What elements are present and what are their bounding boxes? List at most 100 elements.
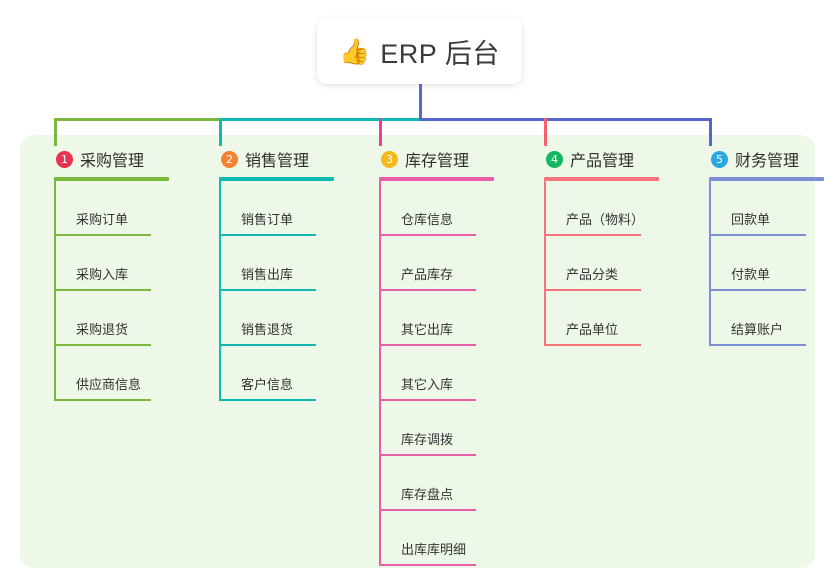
drop-line-1 [54,118,57,146]
list-item-rule [379,344,476,346]
list-item-label: 供应商信息 [76,377,142,392]
list-item-rule [219,289,316,291]
list-item-rule [544,344,641,346]
list-item-rule [544,234,641,236]
list-item-rule [379,399,476,401]
list-item-label: 其它入库 [401,377,454,392]
list-item[interactable]: 销售出库 [219,236,351,291]
list-item[interactable]: 仓库信息 [379,181,511,236]
list-item-rule [54,234,151,236]
column-items: 采购订单采购入库采购退货供应商信息 [54,181,186,401]
list-item-label: 产品库存 [401,267,454,282]
list-item[interactable]: 产品单位 [544,291,676,346]
column-1: 1 采购管理采购订单采购入库采购退货供应商信息 [36,146,186,401]
list-item-label: 销售出库 [241,267,294,282]
list-item-label: 出库库明细 [401,542,467,557]
list-item[interactable]: 库存调拨 [379,401,511,456]
column-title: 销售管理 [245,153,310,170]
list-item-label: 采购订单 [76,212,129,227]
column-header-rule [379,177,494,181]
list-item-label: 销售订单 [241,212,294,227]
list-item[interactable]: 采购入库 [54,236,186,291]
list-item-rule [379,509,476,511]
list-item-rule [709,289,806,291]
list-item-label: 产品单位 [566,322,619,337]
list-item-label: 仓库信息 [401,212,454,227]
number-badge-icon: 2 [221,150,238,168]
list-item[interactable]: 库存盘点 [379,456,511,511]
list-item-label: 产品（物料） [566,212,645,227]
list-item[interactable]: 产品（物料） [544,181,676,236]
column-header-rule [219,177,334,181]
drop-line-5 [709,118,712,146]
column-title: 产品管理 [570,153,635,170]
list-item[interactable]: 销售退货 [219,291,351,346]
list-item[interactable]: 客户信息 [219,346,351,401]
column-spine [219,181,221,401]
list-item-label: 付款单 [731,267,771,282]
column-header-rule [709,177,824,181]
column-header-rule [54,177,169,181]
list-item-rule [219,344,316,346]
drop-line-3 [379,118,382,146]
list-item-label: 库存盘点 [401,487,454,502]
column-header-2[interactable]: 2 销售管理 [201,146,351,172]
list-item-label: 回款单 [731,212,771,227]
list-item[interactable]: 供应商信息 [54,346,186,401]
list-item-label: 其它出库 [401,322,454,337]
column-spine [54,181,56,401]
column-items: 产品（物料） 产品分类产品单位 [544,181,676,346]
column-spine [379,181,381,566]
list-item-rule [379,454,476,456]
column-spine [544,181,546,346]
list-item-rule [379,564,476,566]
list-item-rule [219,234,316,236]
list-item-label: 采购入库 [76,267,129,282]
list-item-label: 库存调拨 [401,432,454,447]
list-item-rule [709,344,806,346]
column-header-3[interactable]: 3 库存管理 [361,146,511,172]
list-item-label: 销售退货 [241,322,294,337]
list-item-rule [379,289,476,291]
list-item-rule [54,289,151,291]
list-item[interactable]: 采购订单 [54,181,186,236]
list-item-rule [54,399,151,401]
number-badge-icon: 3 [381,150,398,168]
root-stem [419,84,422,121]
list-item[interactable]: 产品库存 [379,236,511,291]
column-header-rule [544,177,659,181]
list-item[interactable]: 付款单 [709,236,839,291]
column-header-1[interactable]: 1 采购管理 [36,146,186,172]
column-title: 采购管理 [80,153,145,170]
column-title: 财务管理 [735,153,800,170]
list-item[interactable]: 采购退货 [54,291,186,346]
column-title: 库存管理 [405,153,470,170]
column-header-4[interactable]: 4 产品管理 [526,146,676,172]
root-node-card[interactable]: 👍 ERP 后台 [317,18,522,84]
bus-segment-blue [419,118,712,121]
root-node-title: ERP 后台 [380,38,500,69]
list-item[interactable]: 其它出库 [379,291,511,346]
list-item-rule [544,289,641,291]
list-item-label: 采购退货 [76,322,129,337]
list-item-rule [54,344,151,346]
list-item-label: 客户信息 [241,377,294,392]
list-item[interactable]: 结算账户 [709,291,839,346]
list-item-rule [379,234,476,236]
bus-segment-green [54,118,222,121]
column-items: 销售订单销售出库销售退货客户信息 [219,181,351,401]
list-item[interactable]: 回款单 [709,181,839,236]
list-item[interactable]: 其它入库 [379,346,511,401]
number-badge-icon: 4 [546,150,563,168]
column-spine [709,181,711,346]
list-item[interactable]: 销售订单 [219,181,351,236]
list-item[interactable]: 出库库明细 [379,511,511,566]
list-item-rule [219,399,316,401]
column-items: 仓库信息产品库存其它出库其它入库库存调拨库存盘点出库库明细 [379,181,511,566]
list-item-label: 产品分类 [566,267,619,282]
number-badge-icon: 1 [56,150,73,168]
diagram-panel [20,135,815,568]
list-item[interactable]: 产品分类 [544,236,676,291]
